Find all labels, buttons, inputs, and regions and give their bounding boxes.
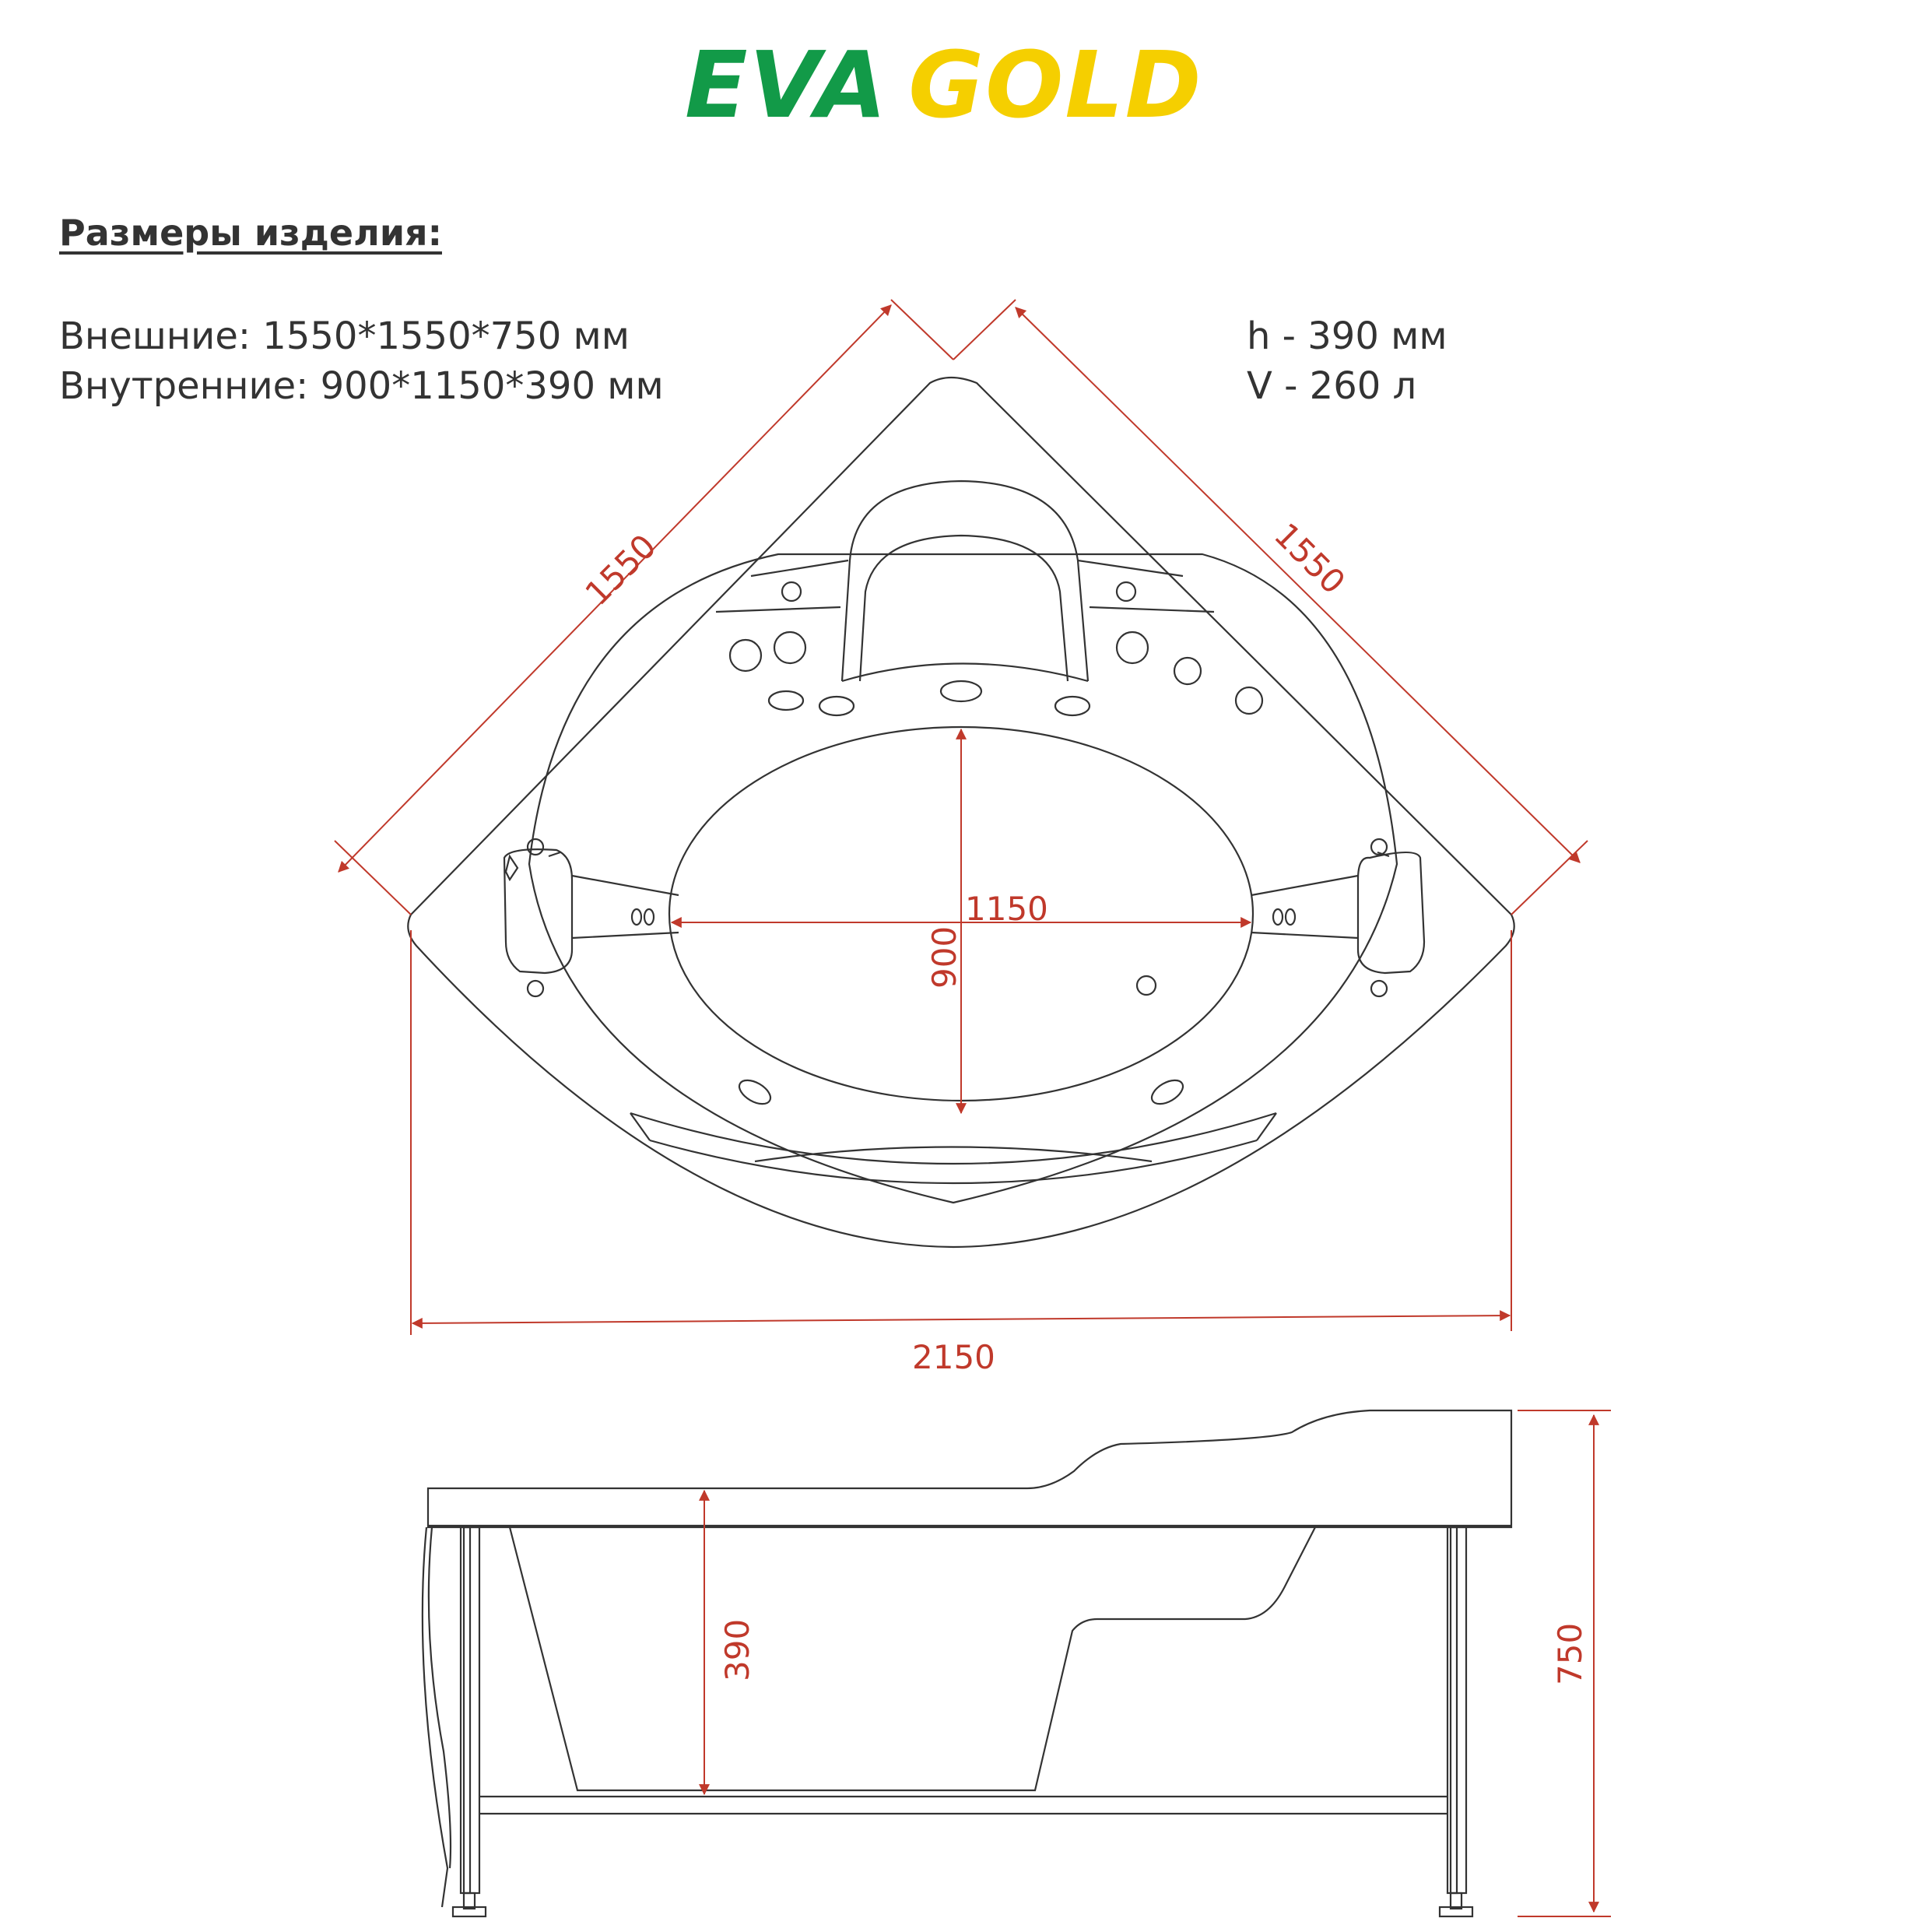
jet [1272, 908, 1284, 926]
tub-inner-ledge [528, 553, 1398, 1204]
armrest-left [503, 848, 574, 975]
label-inner-length: 1150 [965, 890, 1048, 928]
dim-line-right-side [1015, 307, 1581, 863]
label-side-right: 1550 [1267, 515, 1353, 601]
jet [1054, 695, 1091, 717]
tub-side-outline [426, 1409, 1513, 1529]
jet [630, 908, 643, 926]
jet [781, 581, 802, 602]
foot-left-base [451, 1906, 487, 1918]
label-overall-width: 2150 [912, 1338, 995, 1376]
tub-outer-rim [407, 376, 1515, 1249]
jet [728, 638, 763, 673]
jet [1150, 1079, 1184, 1105]
foot-right-base [1438, 1906, 1474, 1918]
tub-left-panel [421, 1526, 449, 1908]
plan-dimension-lines [334, 299, 1588, 1335]
tub-seat-front [754, 1146, 1153, 1163]
tub-basin-profile [508, 1526, 1316, 1792]
jet [1115, 631, 1149, 665]
jet [1234, 686, 1264, 715]
label-inner-depth: 390 [718, 1619, 756, 1681]
armrest-right [1356, 851, 1426, 975]
jet [939, 680, 983, 703]
foot-left [462, 1892, 476, 1910]
headrest-inner [858, 534, 1069, 682]
jet [738, 1079, 772, 1105]
jet [526, 838, 545, 856]
leg-right-inner [1449, 1526, 1458, 1895]
leg-left-inner [462, 1526, 472, 1895]
product-dimensions-heading: Размеры изделия: [59, 212, 442, 254]
dim-line-overall-width [411, 1310, 1511, 1329]
headrest-outer [840, 479, 1090, 682]
bathtub-side-view [421, 1409, 1513, 1918]
jet [1284, 908, 1297, 926]
drain [1135, 975, 1157, 996]
label-inner-width: 900 [925, 926, 963, 989]
jet [526, 979, 545, 998]
label-side-left: 1550 [577, 527, 663, 613]
brand-logo-eva: EVA [685, 31, 889, 139]
tub-front-strip [630, 1112, 1277, 1165]
jet [643, 908, 655, 926]
tub-front-strip-inner [649, 1139, 1258, 1185]
jet [1173, 656, 1202, 686]
brand-logo-gold: GOLD [908, 31, 1203, 139]
foot-right [1449, 1892, 1463, 1910]
label-overall-height: 750 [1551, 1623, 1589, 1685]
jet [1370, 979, 1388, 998]
jet [773, 631, 807, 665]
jet [767, 690, 805, 711]
side-dimension-lines [699, 1410, 1611, 1917]
dim-line-left-side [338, 304, 892, 873]
jet [1115, 581, 1137, 602]
jet [818, 695, 855, 717]
